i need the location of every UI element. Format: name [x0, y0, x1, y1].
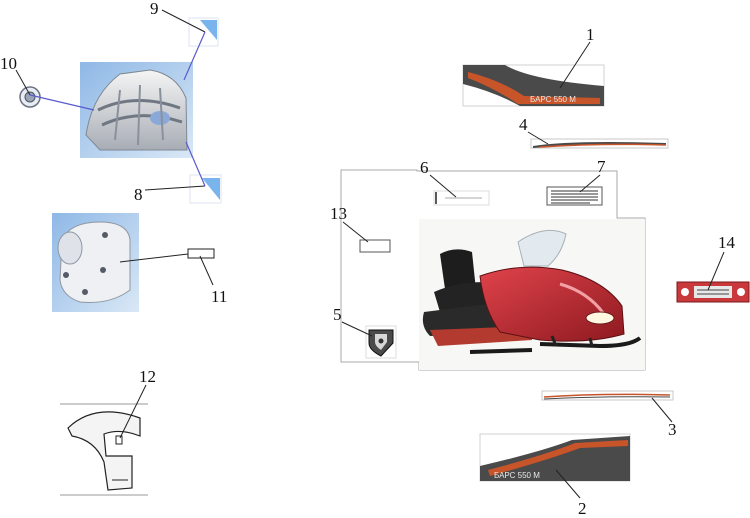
part-13-label [359, 239, 391, 253]
callout-4: 4 [519, 115, 528, 134]
part-12-rear-flap [60, 403, 148, 496]
belt-cover-panel [52, 213, 139, 312]
side-decal-upper-text: БАРС 550 М [530, 95, 576, 104]
side-decal-lower-text: БАРС 550 М [494, 471, 540, 480]
leader-lines [15, 9, 725, 499]
part-9-corner-decal [188, 17, 219, 47]
part-8-corner-decal [189, 174, 222, 204]
callout-14: 14 [718, 233, 735, 252]
callout-2: 2 [578, 499, 587, 518]
callout-11: 11 [211, 287, 228, 306]
part-7-warning-label [546, 186, 603, 206]
part-11-label [187, 248, 215, 259]
callout-10: 10 [0, 54, 17, 73]
callout-5: 5 [333, 305, 342, 324]
callout-1: 1 [586, 25, 595, 44]
hood-panel [80, 62, 193, 158]
part-3-stripe [541, 390, 674, 401]
part-6-label [433, 190, 490, 206]
callout-8: 8 [134, 185, 143, 204]
callout-9: 9 [150, 0, 159, 18]
callout-12: 12 [139, 367, 156, 386]
callout-6: 6 [420, 158, 429, 177]
part-4-stripe [530, 138, 669, 149]
part-5-shield-emblem [365, 325, 397, 359]
part-2-side-decal: БАРС 550 М [479, 433, 631, 482]
callout-13: 13 [330, 204, 347, 223]
leader-lines-blue [29, 31, 206, 187]
callout-3: 3 [668, 420, 677, 439]
callout-7: 7 [597, 157, 606, 176]
part-1-side-decal: БАРС 550 М [462, 64, 605, 107]
part-14-red-plate [676, 281, 750, 303]
snowmobile-photo [419, 219, 645, 370]
